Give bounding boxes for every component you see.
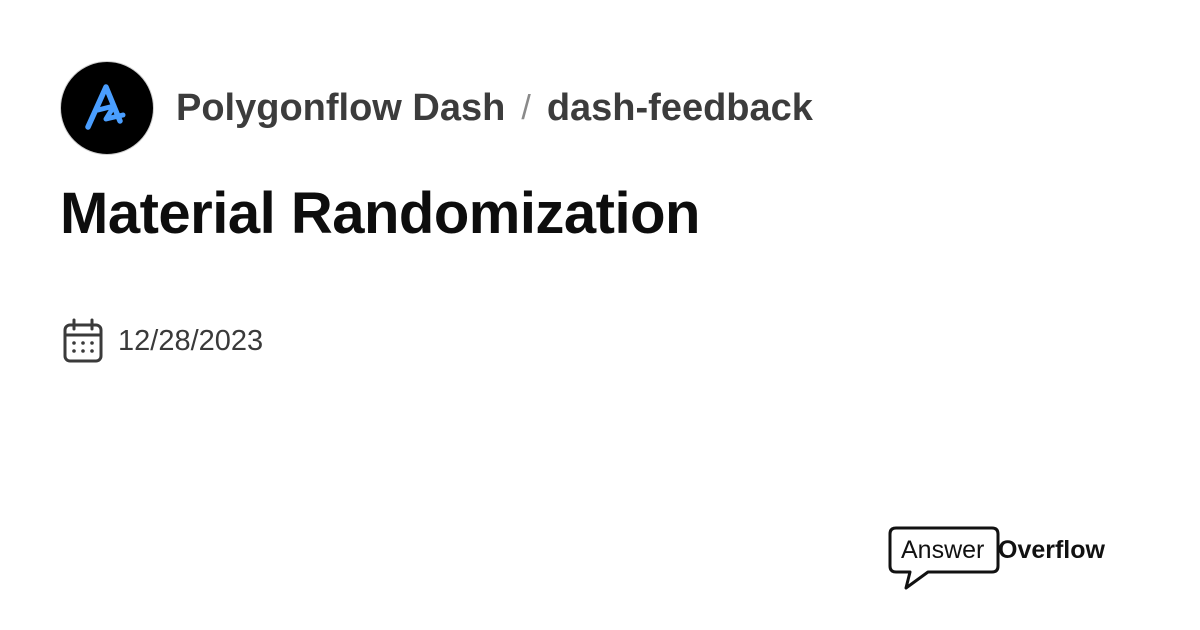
breadcrumb-separator: / xyxy=(521,88,531,127)
polygonflow-logo-graphic xyxy=(85,84,126,130)
header: Polygonflow Dash / dash-feedback xyxy=(60,60,813,156)
post-title: Material Randomization xyxy=(60,181,700,246)
speech-bubble-icon xyxy=(888,526,1000,590)
post-date: 12/28/2023 xyxy=(118,324,264,357)
channel-name[interactable]: dash-feedback xyxy=(546,86,813,129)
brand-answer-text: Answer xyxy=(901,536,985,564)
answeroverflow-brand[interactable]: Answer Overflow xyxy=(888,526,1118,592)
polygonflow-logo-icon[interactable] xyxy=(60,61,154,155)
calendar-icon xyxy=(63,318,103,363)
brand-overflow-text: Overflow xyxy=(998,536,1105,564)
server-name[interactable]: Polygonflow Dash xyxy=(176,86,506,129)
breadcrumb: Polygonflow Dash / dash-feedback xyxy=(176,87,813,130)
post-date-row: 12/28/2023 xyxy=(62,318,263,364)
